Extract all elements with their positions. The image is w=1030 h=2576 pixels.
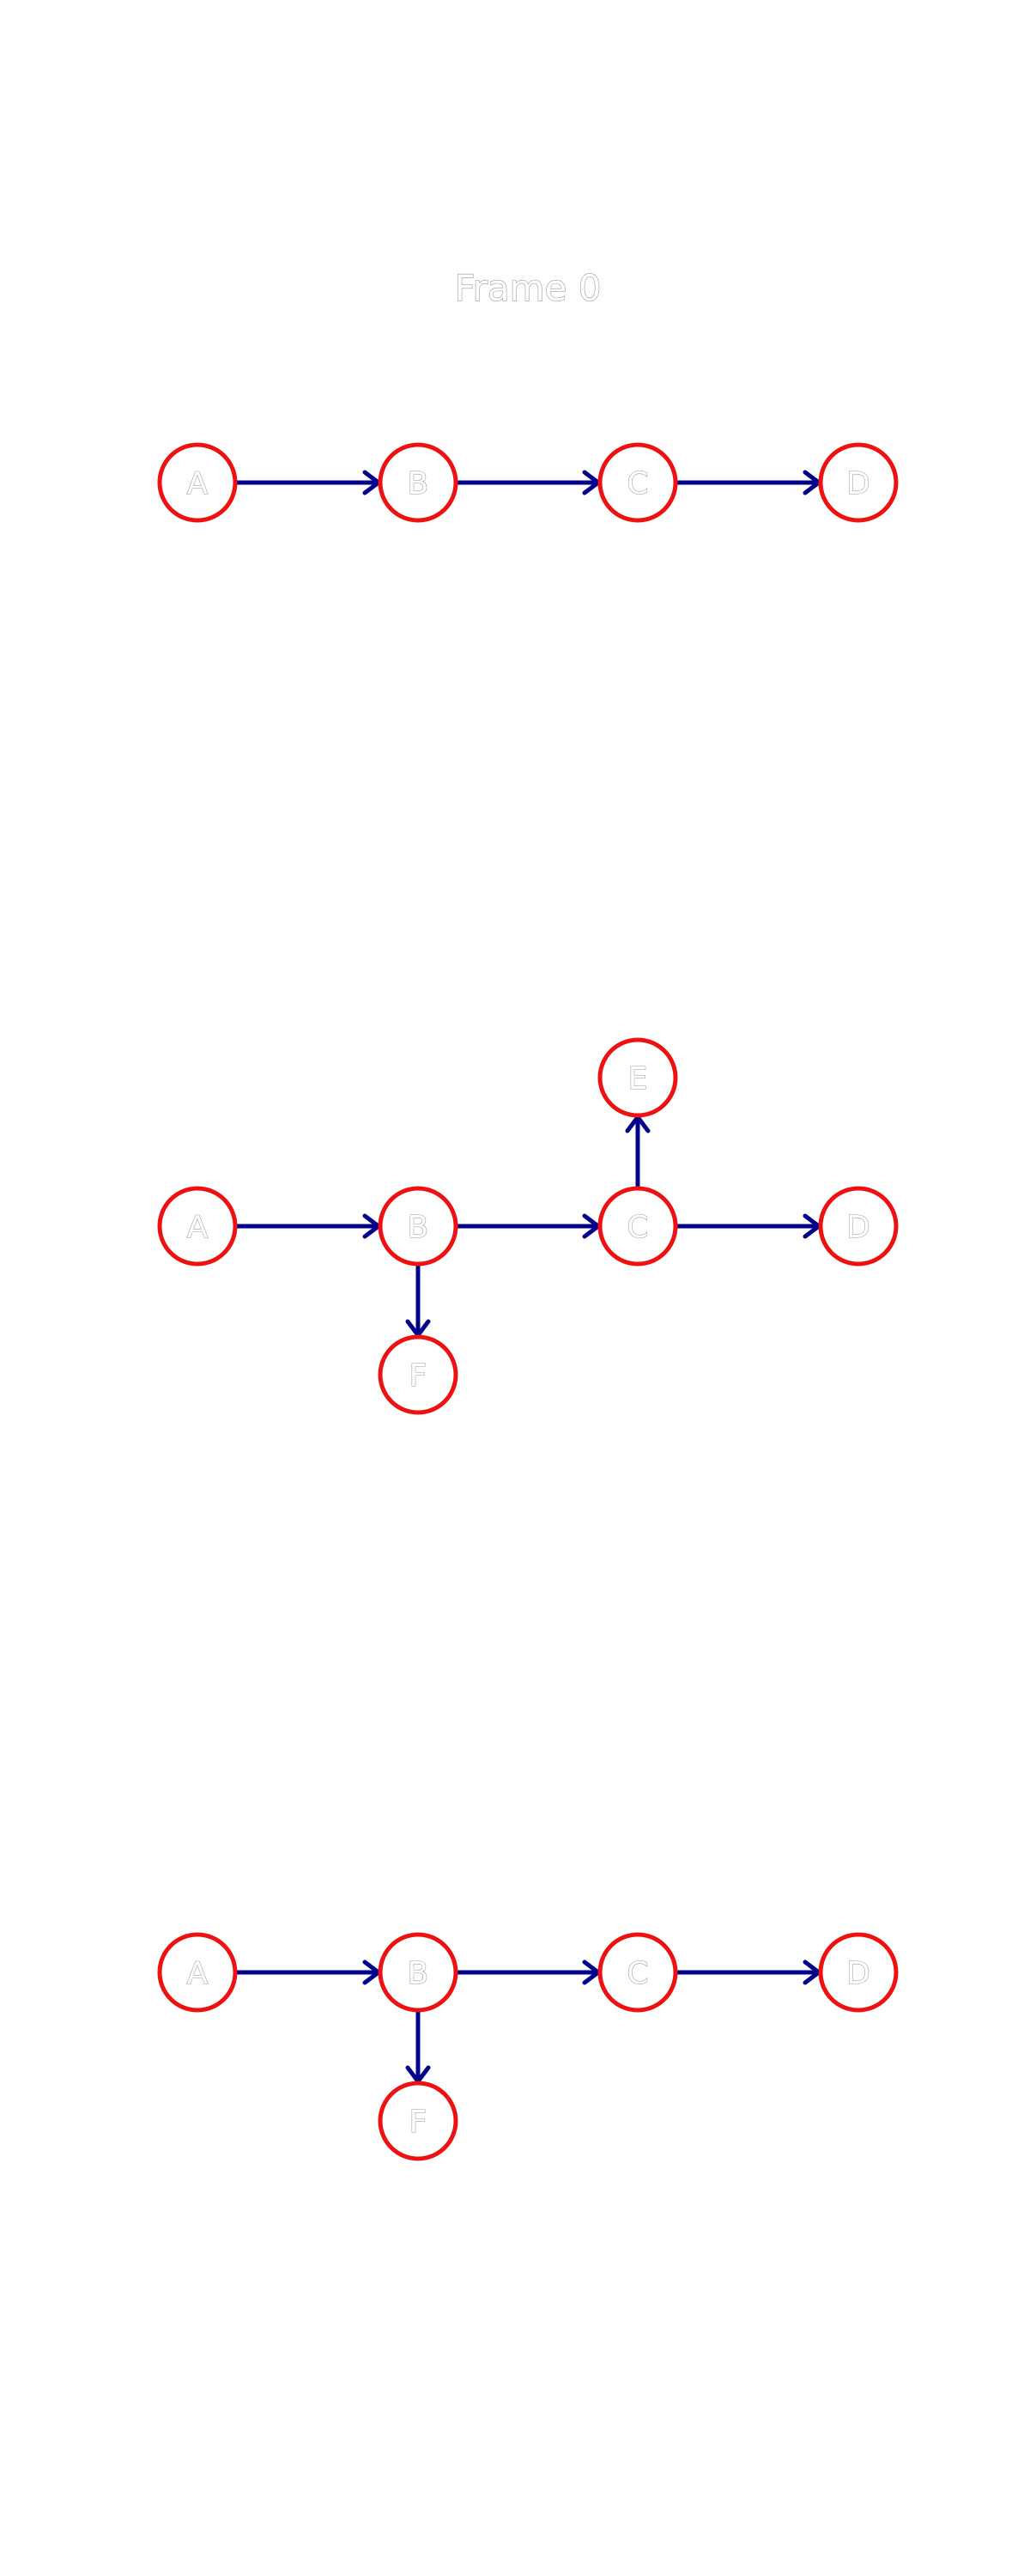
- node-circle: [378, 1932, 458, 2013]
- node-label: C: [627, 1956, 648, 1991]
- node-label: A: [187, 1956, 209, 1991]
- node-d: D: [818, 1186, 899, 1267]
- node-b: B: [378, 1932, 458, 2013]
- node-a: A: [157, 442, 238, 523]
- node-label: E: [628, 1061, 648, 1097]
- edge-a-b: [235, 1213, 381, 1239]
- edge-c-e: [625, 1115, 651, 1188]
- node-label: C: [627, 466, 648, 501]
- frame-1: A B C D E F: [157, 1037, 899, 1415]
- node-d: D: [818, 442, 899, 523]
- node-label: A: [187, 466, 209, 501]
- node-circle: [378, 442, 458, 523]
- node-label: D: [846, 1956, 870, 1991]
- edge-c-d: [676, 1213, 821, 1239]
- edge-b-c: [456, 1213, 601, 1239]
- frame-2: A B C D F: [157, 1932, 899, 2161]
- node-circle: [818, 1932, 899, 2013]
- node-circle: [597, 1037, 678, 1118]
- node-circle: [597, 1186, 678, 1267]
- node-circle: [157, 1186, 238, 1267]
- node-a: A: [157, 1186, 238, 1267]
- frame-title: Frame 0: [455, 267, 602, 309]
- frames-layer: A B C D A B C D E F A B C D F: [157, 442, 899, 2161]
- node-circle: [378, 1186, 458, 1267]
- node-circle: [597, 1932, 678, 2013]
- node-label: B: [408, 1956, 429, 1991]
- node-circle: [157, 1932, 238, 2013]
- edge-c-d: [676, 1959, 821, 1985]
- node-circle: [818, 442, 899, 523]
- edge-b-c: [456, 470, 601, 495]
- node-d: D: [818, 1932, 899, 2013]
- node-label: C: [627, 1210, 648, 1245]
- node-label: B: [408, 1210, 429, 1245]
- node-e: E: [597, 1037, 678, 1118]
- node-label: B: [408, 466, 429, 501]
- node-b: B: [378, 1186, 458, 1267]
- node-label: A: [187, 1210, 209, 1245]
- node-c: C: [597, 442, 678, 523]
- edge-a-b: [235, 1959, 381, 1985]
- edge-a-b: [235, 470, 381, 495]
- node-f: F: [378, 1334, 458, 1415]
- node-c: C: [597, 1186, 678, 1267]
- node-f: F: [378, 2081, 458, 2161]
- edge-b-f: [405, 2010, 431, 2084]
- node-circle: [378, 1334, 458, 1415]
- node-label: D: [846, 466, 870, 501]
- node-label: F: [409, 1358, 427, 1394]
- frame-0: A B C D: [157, 442, 899, 523]
- node-circle: [597, 442, 678, 523]
- node-label: D: [846, 1210, 870, 1245]
- edge-b-f: [405, 1264, 431, 1338]
- node-a: A: [157, 1932, 238, 2013]
- edge-c-d: [676, 470, 821, 495]
- node-label: F: [409, 2105, 427, 2140]
- node-circle: [818, 1186, 899, 1267]
- node-b: B: [378, 442, 458, 523]
- node-circle: [378, 2081, 458, 2161]
- node-c: C: [597, 1932, 678, 2013]
- node-circle: [157, 442, 238, 523]
- edge-b-c: [456, 1959, 601, 1985]
